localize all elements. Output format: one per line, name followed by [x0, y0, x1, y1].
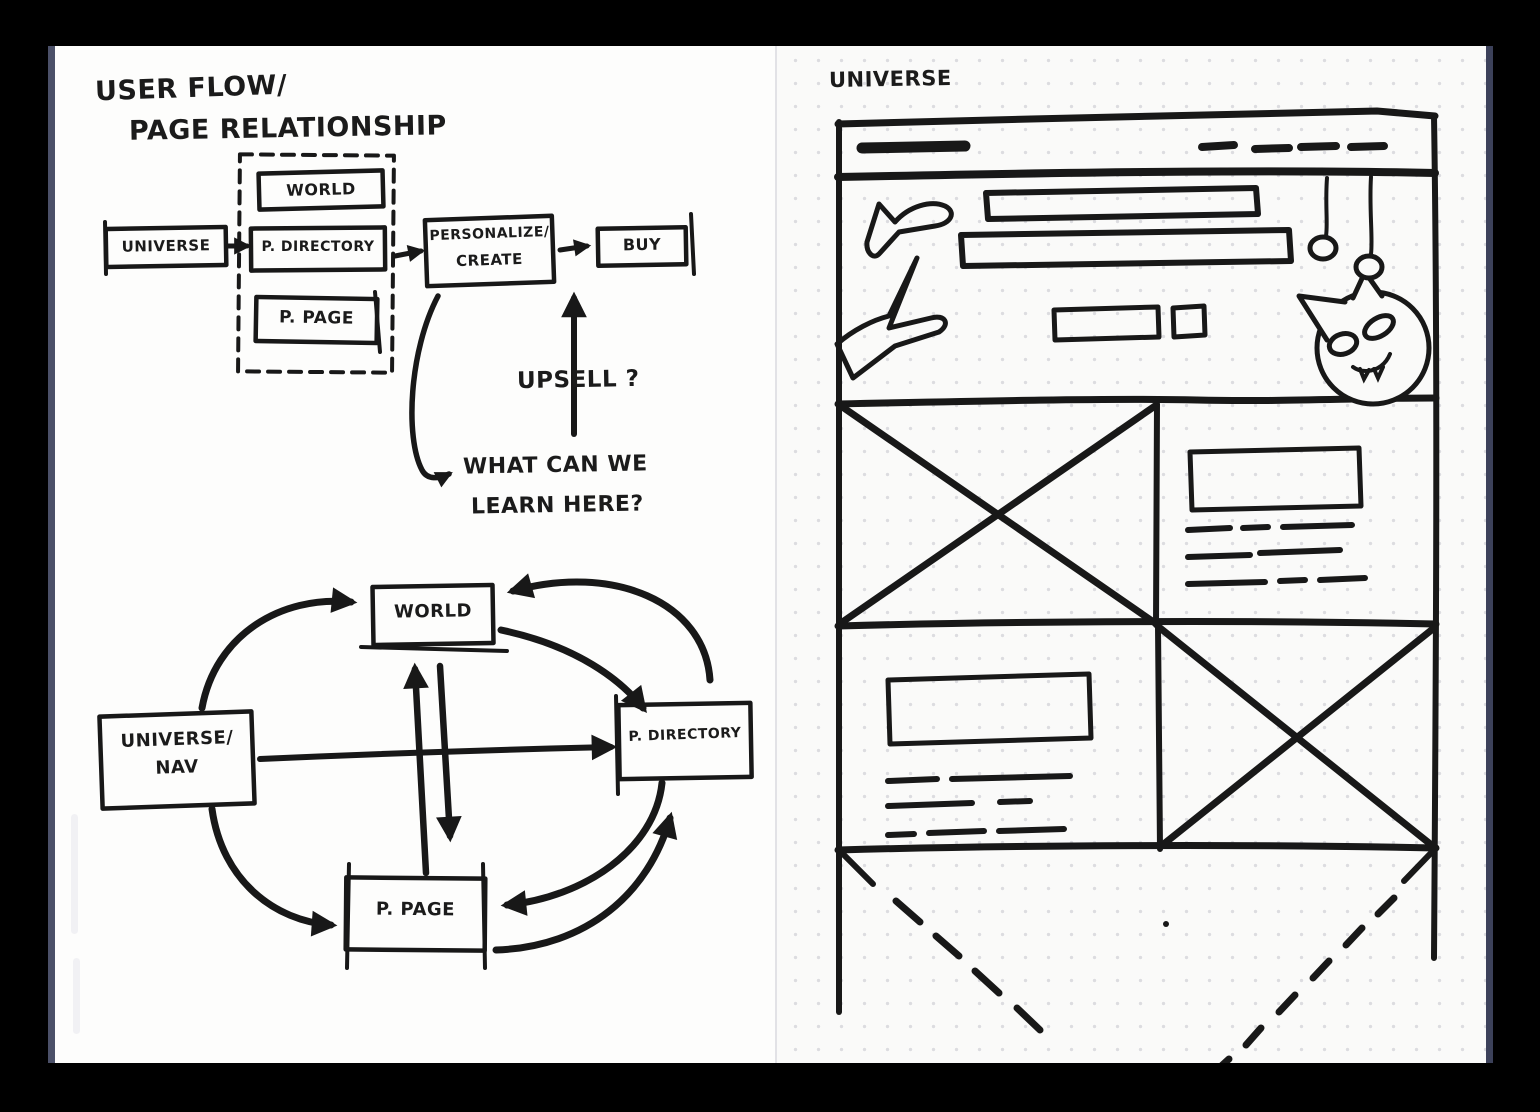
cat-fang [1358, 367, 1371, 384]
cycle-universe-nav-label-line1: UNIVERSE/ [120, 727, 234, 752]
content-row-1 [834, 401, 1440, 630]
cat-ear [1350, 269, 1385, 301]
flow-boxes [103, 152, 696, 375]
flow-personalize-label-line1: PERSONALIZE/ [429, 223, 550, 245]
small-square-placeholder [1170, 303, 1208, 340]
hanging-bauble-icons [1307, 175, 1385, 281]
button-placeholder [1051, 304, 1162, 343]
learn-label-line1: WHAT CAN WE [462, 451, 648, 480]
cat-doodle-icon [1296, 269, 1432, 407]
dashed-diagonal [892, 897, 1044, 1034]
wireframe-frame [836, 113, 1440, 1015]
show-through-mark [73, 958, 80, 1034]
show-through-mark [71, 814, 78, 934]
flow-personalize-label-line2: CREATE [455, 249, 524, 271]
learn-label-line2: LEARN HERE? [470, 491, 644, 520]
dashed-text-lines [1185, 522, 1368, 587]
flow-arrows [224, 237, 592, 488]
cycle-world-label: WORLD [393, 600, 473, 623]
paper-airplane-icon [834, 255, 948, 381]
right-page: UNIVERSE [777, 46, 1493, 1063]
cycle-p-directory-label: P. DIRECTORY [628, 725, 742, 745]
learn-curve-arrow [409, 293, 453, 488]
cycle-universe-nav-label-line2: NAV [155, 756, 199, 779]
page-title-line1: USER FLOW/ [94, 69, 288, 108]
headline-bar-placeholder [958, 227, 1294, 269]
cat-eye [1326, 331, 1360, 357]
wireframe-header [834, 107, 1439, 181]
cat-fang [1372, 365, 1385, 383]
paper-airplane-icon [864, 201, 954, 259]
upsell-label: UPSELL ? [516, 365, 640, 395]
wireframe-sketch-svg [834, 107, 1440, 1063]
cat-ear [1296, 293, 1348, 343]
hero-bottom-edge [834, 394, 1440, 408]
cat-eye [1362, 313, 1396, 341]
cycle-p-page-label: P. PAGE [375, 898, 456, 921]
dashed-diagonal [1219, 894, 1398, 1063]
bottom-partial-section [840, 850, 1434, 1063]
flow-p-directory-label: P. DIRECTORY [261, 239, 375, 255]
headline-bar-placeholder [983, 185, 1261, 222]
image-thumb-placeholder [885, 671, 1094, 747]
wireframe-title: UNIVERSE [828, 65, 952, 93]
dashed-text-lines [885, 773, 1073, 838]
left-page: USER FLOW/ PAGE RELATIONSHIP UNIVERSE WO… [48, 46, 777, 1063]
image-placeholder-x [1156, 624, 1438, 851]
cycle-arrows [198, 573, 714, 954]
hero-section [834, 185, 1294, 381]
flow-universe-label: UNIVERSE [121, 236, 211, 256]
stray-dot [1163, 921, 1169, 927]
flow-p-page-label: P. PAGE [278, 307, 355, 329]
page-title-line2: PAGE RELATIONSHIP [128, 110, 448, 147]
content-row-2 [834, 623, 1440, 854]
logo-placeholder-bar [856, 140, 971, 154]
cat-mouth [1351, 352, 1392, 373]
flow-buy-label: BUY [622, 234, 662, 255]
image-placeholder-x [837, 402, 1159, 627]
flow-world-label: WORLD [285, 179, 356, 200]
image-thumb-placeholder [1187, 445, 1364, 513]
nav-dash-links [1198, 141, 1388, 153]
